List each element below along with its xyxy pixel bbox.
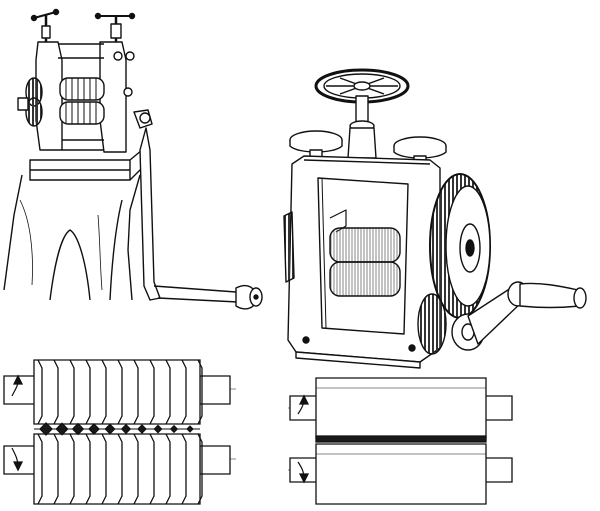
roller-shaft: [200, 446, 230, 474]
roller-groove-line: [182, 360, 186, 424]
roller-groove-line: [182, 434, 186, 504]
geared-rolling-mill-with-handwheel: [284, 70, 586, 368]
roller-groove-line: [134, 360, 138, 424]
roller-groove-line: [118, 360, 122, 424]
crank-handle: [452, 282, 586, 350]
rotation-arrow-down-icon: [12, 448, 22, 470]
roller-groove-line: [70, 360, 74, 424]
roller-groove-line: [198, 434, 202, 504]
roller-groove-line: [198, 360, 202, 424]
upper-flat-roller: [316, 378, 486, 438]
handwheel: [316, 70, 408, 131]
rotation-arrow-up-icon: [12, 376, 22, 396]
crank-handle: [134, 110, 262, 309]
grooved-wire-rollers: [4, 360, 236, 504]
roller-grooves: [38, 360, 202, 504]
roller-groove-line: [166, 360, 170, 424]
rotation-arrow-up-icon: [298, 396, 308, 414]
roller-shaft: [4, 446, 38, 474]
mill-housing: [284, 156, 440, 368]
roller-groove-line: [102, 360, 106, 424]
mill-frame: [36, 42, 126, 152]
roller-groove-line: [166, 434, 170, 504]
grooved-rollers: [60, 78, 104, 124]
top-caps: [290, 128, 446, 166]
roller-groove-line: [102, 434, 106, 504]
roller-shaft: [200, 376, 230, 404]
roller-groove-line: [118, 434, 122, 504]
adjustment-screw: [32, 10, 135, 43]
sheet-metal-strip: [316, 436, 486, 442]
roller-shaft: [484, 396, 512, 420]
rotation-arrow-down-icon: [298, 462, 308, 482]
roller-groove-line: [134, 434, 138, 504]
hand-rolling-mill-on-stump: [4, 10, 262, 309]
gear-wheel: [18, 78, 42, 126]
roller-groove-line: [150, 360, 154, 424]
roller-groove-line: [54, 360, 58, 424]
roller-groove-line: [54, 434, 58, 504]
mill-base-plate: [30, 150, 142, 180]
roller-shaft: [484, 458, 512, 482]
roller-groove-line: [86, 360, 90, 424]
roller-groove-line: [86, 434, 90, 504]
roller-groove-line: [150, 434, 154, 504]
tree-stump: [4, 175, 140, 300]
roller-groove-line: [70, 434, 74, 504]
gear-wheel: [418, 174, 490, 354]
flat-sheet-rollers: [288, 378, 512, 504]
roller-shaft: [4, 376, 38, 404]
roller-groove-line: [38, 360, 42, 424]
roller-groove-line: [38, 434, 42, 504]
lower-flat-roller: [316, 444, 486, 504]
